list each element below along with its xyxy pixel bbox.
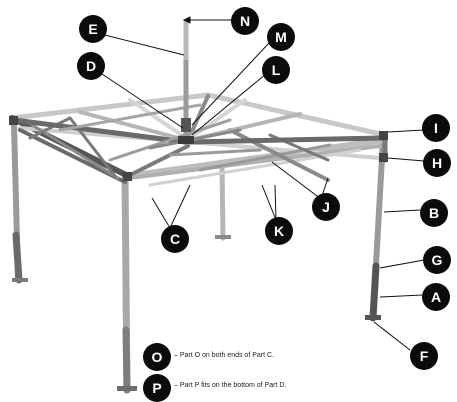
callout-D: D [77, 52, 105, 80]
callout-J-label: J [322, 199, 330, 215]
callout-M-label: M [275, 29, 287, 45]
canopy-top-frame [9, 92, 388, 179]
callout-K-label: K [274, 223, 284, 239]
callout-I: I [422, 114, 450, 142]
leader-lines [92, 16, 425, 351]
callout-B-label: B [429, 205, 439, 221]
callout-P-label: P [152, 380, 161, 396]
callout-H-label: H [432, 155, 442, 171]
callout-A-label: A [431, 289, 441, 305]
callout-B: B [420, 199, 448, 227]
note-part-o: – Part O on both ends of Part C. [174, 352, 274, 359]
callout-O: O [143, 343, 171, 371]
note-part-p: – Part P fits on the bottom of Part D. [174, 382, 287, 389]
callout-E-label: E [88, 21, 97, 37]
callout-I-label: I [434, 120, 438, 136]
callout-H: H [423, 149, 451, 177]
center-pole [178, 20, 194, 145]
callout-K: K [265, 217, 293, 245]
callout-G-label: G [432, 252, 443, 268]
callout-P: P [143, 374, 171, 402]
canopy-legs [11, 121, 386, 394]
callout-F-label: F [420, 348, 429, 364]
callout-F: F [410, 342, 438, 370]
callout-C: C [161, 225, 189, 253]
canopy-trusses [9, 94, 388, 187]
callout-O-label: O [152, 349, 163, 365]
callout-D-label: D [86, 58, 96, 74]
callout-N-label: N [240, 13, 250, 29]
callout-L-label: L [272, 62, 281, 78]
callout-E: E [79, 15, 107, 43]
callout-A: A [422, 283, 450, 311]
callout-C-label: C [170, 231, 180, 247]
callout-J: J [312, 193, 340, 221]
callout-L: L [262, 56, 290, 84]
callout-N: N [231, 7, 259, 35]
callout-M: M [267, 23, 295, 51]
callout-G: G [423, 246, 451, 274]
